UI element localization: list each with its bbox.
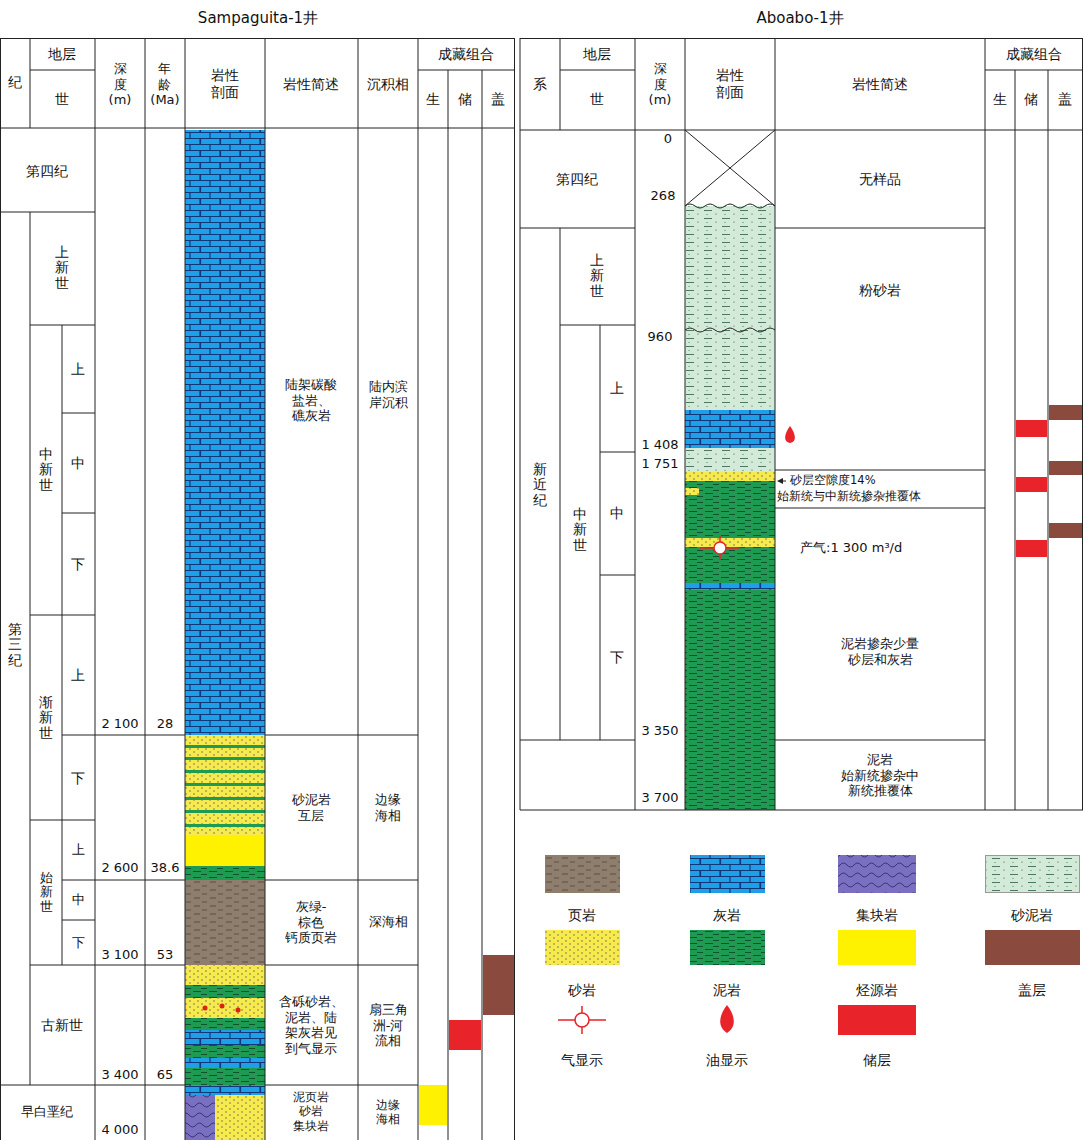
cell-label: 中新世 (39, 447, 53, 493)
cell-label: 系 (533, 76, 547, 93)
cell-label: 960 (648, 329, 673, 345)
cell-label: 第三纪 (8, 622, 22, 668)
cell-label: 粉砂岩 (859, 282, 901, 299)
cell-label: 上 (72, 842, 85, 858)
cell-label: 边缘 海相 (376, 1098, 400, 1127)
cell-label: 上 (71, 667, 85, 684)
cell-label: 3 700 (641, 790, 678, 806)
cell-label: 65 (157, 1067, 174, 1083)
cell-label: 地层 (583, 46, 611, 63)
cell-label: 岩性 剖面 (211, 67, 239, 101)
cell-label: 储 (1024, 91, 1038, 108)
cell-label: 陆架碳酸 盐岩、 礁灰岩 (285, 377, 337, 424)
cell-label: 无样品 (859, 171, 901, 188)
legend-swatch (838, 930, 916, 965)
cell-label: 3 350 (641, 723, 678, 739)
cell-label: Sampaguita-1井 (198, 9, 318, 27)
legend-label: 集块岩 (856, 907, 898, 924)
cell-label: 下 (610, 649, 624, 666)
legend-label: 气显示 (561, 1052, 603, 1069)
cell-label: 上 (71, 361, 85, 378)
cell-label: 沉积相 (367, 76, 409, 93)
cell-label: 岩性 剖面 (716, 67, 744, 101)
cell-label: 2 600 (101, 860, 138, 876)
cell-label: 储 (458, 91, 472, 108)
legend-swatch (838, 1005, 916, 1035)
legend-label: 灰岩 (713, 907, 741, 924)
legend-label: 盖层 (1018, 982, 1046, 999)
cell-label: 灰绿-棕色 钙质页岩 (285, 899, 337, 946)
cell-label: 生 (993, 91, 1007, 108)
cell-label: 0 (664, 131, 672, 147)
cell-label: 岩性简述 (852, 76, 908, 93)
cell-label: Aboabo-1井 (756, 9, 843, 27)
cell-label: 中 (72, 892, 85, 908)
cell-label: 岩性简述 (283, 76, 339, 93)
cell-label: 成藏组合 (438, 46, 494, 63)
cell-label: 始新统与中新统掺杂推覆体 (777, 490, 921, 504)
cell-label: 泥页岩 砂岩 集块岩 (293, 1090, 329, 1133)
cell-label: 上新世 (590, 253, 604, 299)
cell-label: 产气:1 300 m³/d (800, 540, 902, 556)
legend-label: 油显示 (706, 1052, 748, 1069)
cell-label: 3 100 (101, 947, 138, 963)
cell-label: 早白垩纪 (21, 1104, 73, 1120)
cell-label: 古新世 (41, 1017, 83, 1034)
legend-label: 砂泥岩 (1011, 907, 1053, 924)
cell-label: 新近纪 (533, 462, 547, 508)
cell-label: 28 (157, 716, 174, 732)
cell-label: 中新世 (573, 507, 587, 553)
cell-label: 4 000 (101, 1122, 138, 1138)
cell-label: 上 (610, 380, 624, 397)
cell-label: 纪 (8, 74, 22, 91)
cell-label: 深 度 (m) (649, 61, 672, 108)
cell-label: 下 (71, 770, 85, 787)
cell-label: 含砾砂岩、 泥岩、陆 架灰岩见 到气显示 (279, 994, 344, 1056)
cell-label: 始新世 (40, 871, 53, 914)
cell-label: 下 (71, 556, 85, 573)
legend-swatch (985, 930, 1080, 965)
cell-label: 泥岩掺杂少量 砂层和灰岩 (841, 636, 919, 667)
cell-label: 深海相 (369, 914, 408, 930)
cell-label: 268 (651, 188, 676, 204)
cell-label: 世 (590, 91, 604, 108)
cell-label: 2 100 (101, 716, 138, 732)
cell-label: 第四纪 (26, 163, 68, 180)
cell-label: 1 751 (641, 456, 678, 472)
cell-label: 地层 (48, 46, 76, 63)
cell-label: 扇三角 洲-河 流相 (369, 1002, 408, 1049)
cell-label: 中 (71, 455, 85, 472)
cell-label: 38.6 (151, 860, 180, 876)
legend-label: 烃源岩 (856, 982, 898, 999)
cell-label: 陆内滨 岸沉积 (369, 379, 408, 410)
cell-label: 深 度 (m) (109, 61, 132, 108)
cell-label: 渐新世 (39, 695, 53, 741)
cell-label: 成藏组合 (1006, 46, 1062, 63)
cell-label: 边缘 海相 (375, 792, 401, 823)
cell-label: 第四纪 (556, 171, 598, 188)
cell-label: 上新世 (55, 245, 69, 291)
cell-label: 1 408 (641, 437, 678, 453)
legend-label: 页岩 (568, 907, 596, 924)
cell-label: 生 (426, 91, 440, 108)
cell-label: 下 (72, 935, 85, 951)
cell-label: 砂层空隙度14% (790, 474, 876, 488)
cell-label: 世 (55, 91, 69, 108)
cell-label: 3 400 (101, 1067, 138, 1083)
cell-label: 中 (610, 505, 624, 522)
cell-label: 年 龄 (Ma) (150, 61, 179, 108)
cell-label: 盖 (1058, 91, 1072, 108)
cell-label: 盖 (491, 91, 505, 108)
legend-label: 砂岩 (568, 982, 596, 999)
legend-label: 储层 (863, 1052, 891, 1069)
legend-label: 泥岩 (713, 982, 741, 999)
cell-label: 泥岩 始新统掺杂中 新统推覆体 (841, 752, 919, 799)
cell-label: 53 (157, 947, 174, 963)
cell-label: 砂泥岩 互层 (292, 792, 331, 823)
